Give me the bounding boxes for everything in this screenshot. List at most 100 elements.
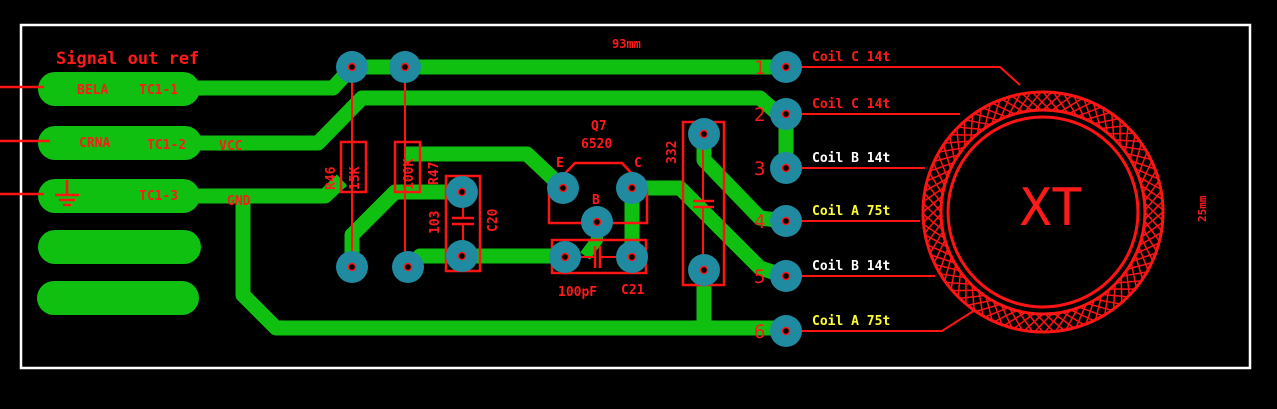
drill-hole xyxy=(403,262,413,272)
r47-value: 100K xyxy=(402,159,417,190)
drill-hole xyxy=(592,217,602,227)
winding-line xyxy=(952,289,978,292)
q7-pin-b: B xyxy=(592,193,600,208)
connector-title: Signal out ref xyxy=(56,49,199,69)
winding-line xyxy=(963,121,966,147)
edge-pad-2[interactable] xyxy=(38,126,202,160)
winding-line xyxy=(1111,113,1115,139)
winding-line xyxy=(1085,300,1095,325)
edge-pad-3[interactable] xyxy=(38,179,200,213)
toroid-pin-number: 2 xyxy=(754,104,765,126)
r47-ref: R47 xyxy=(427,162,442,185)
q7-pin-c: C xyxy=(634,156,642,171)
toroid-pin-number: 4 xyxy=(754,211,765,233)
c332-value: 332 xyxy=(665,141,680,164)
trace-tc1-1 xyxy=(190,59,785,96)
board-outline xyxy=(19,23,1252,370)
edge-pad-5[interactable] xyxy=(37,281,199,315)
edge-pad-1[interactable] xyxy=(38,72,200,106)
winding-line xyxy=(957,271,962,297)
winding-line xyxy=(1125,270,1131,296)
toroid-pin-number: 1 xyxy=(754,57,765,79)
edge-pad-4[interactable] xyxy=(38,230,201,264)
coil-label: Coil C 14t xyxy=(812,50,890,65)
trace-gnd-bottom xyxy=(235,196,785,336)
q7-value: 6520 xyxy=(581,137,612,152)
trace-vcc xyxy=(195,90,790,151)
winding-line xyxy=(1101,124,1127,130)
winding-line xyxy=(1138,176,1162,190)
winding-line xyxy=(1042,92,1063,111)
winding-line xyxy=(923,223,945,240)
winding-line xyxy=(970,114,974,140)
winding-line xyxy=(1144,202,1164,221)
winding-line xyxy=(958,126,984,131)
toroid-label: XT xyxy=(1020,178,1083,238)
winding-line xyxy=(1102,293,1128,298)
coil-label: Coil B 14t xyxy=(812,259,890,274)
winding-line xyxy=(1140,238,1154,262)
winding-line xyxy=(993,309,1017,323)
ground-icon xyxy=(55,180,79,207)
winding-line xyxy=(1032,91,1051,111)
net-vcc: VCC xyxy=(219,139,242,154)
pads xyxy=(336,51,802,347)
winding-line xyxy=(967,299,993,306)
coil-label: Coil A 75t xyxy=(812,204,890,219)
board-width-label: 93mm xyxy=(612,37,641,51)
winding-line xyxy=(1013,313,1035,330)
lead-1 xyxy=(786,66,1021,86)
toroid-pin-number: 6 xyxy=(754,321,765,343)
winding-line xyxy=(1144,220,1161,242)
winding-line xyxy=(1115,139,1141,143)
winding-line xyxy=(922,213,944,231)
winding-line xyxy=(1135,168,1159,180)
winding-line xyxy=(934,263,960,272)
winding-line xyxy=(932,162,946,186)
winding-line xyxy=(1130,262,1137,288)
r46-ref: R46 xyxy=(324,166,339,190)
winding-line xyxy=(1121,145,1146,151)
q7-pin-e: E xyxy=(556,156,564,171)
drill-hole xyxy=(781,163,791,173)
winding-line xyxy=(1093,118,1119,125)
winding-line xyxy=(1051,94,1073,111)
toroid-pin-number: 5 xyxy=(754,266,765,288)
winding-line xyxy=(1003,311,1026,327)
winding-line xyxy=(976,109,982,134)
winding-line xyxy=(991,99,1001,124)
winding-line xyxy=(984,307,1009,318)
winding-line xyxy=(922,204,942,223)
winding-line xyxy=(925,182,942,204)
trace-gnd xyxy=(195,174,348,204)
winding-line xyxy=(983,103,992,129)
winding-line xyxy=(922,203,942,222)
winding-line xyxy=(1112,284,1116,310)
winding-line xyxy=(923,192,942,213)
pad-ref-tc1-1: TC1-1 xyxy=(139,83,178,98)
q7-ref: Q7 xyxy=(591,119,607,134)
trace-r47-c21 xyxy=(402,248,565,273)
winding-line xyxy=(959,294,985,300)
winding-line xyxy=(1094,295,1103,321)
winding-line xyxy=(945,281,971,285)
r46-value: 15K xyxy=(348,166,363,190)
trace-emitter xyxy=(405,146,569,194)
winding-line xyxy=(1134,254,1144,280)
net-gnd: GND xyxy=(227,194,251,209)
winding-line xyxy=(1104,290,1110,315)
winding-line xyxy=(1007,93,1021,117)
c20-ref: C20 xyxy=(486,208,501,232)
winding-line xyxy=(1108,132,1134,135)
winding-line xyxy=(944,140,970,144)
winding-line xyxy=(942,144,952,170)
winding-line xyxy=(1138,246,1149,271)
pad-label-bela: BELA xyxy=(77,83,108,98)
winding-line xyxy=(999,96,1011,120)
winding-line xyxy=(937,153,948,178)
c20-value: 103 xyxy=(428,211,443,234)
pad-label-crna: CRNA xyxy=(79,136,110,151)
drill-hole xyxy=(781,62,791,72)
winding-line xyxy=(1116,280,1142,284)
